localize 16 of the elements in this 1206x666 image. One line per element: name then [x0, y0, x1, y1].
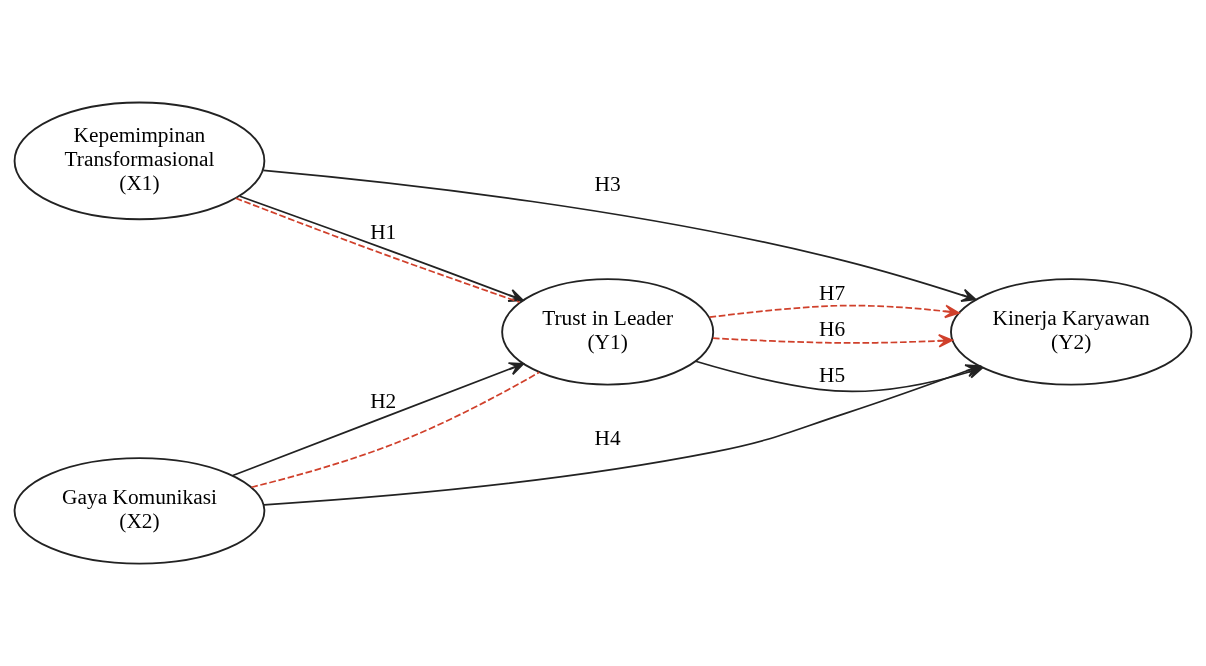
node-ellipse: Trust in Leader (Y1): [501, 278, 715, 386]
node-ellipse: Gaya Komunikasi (X2): [13, 457, 266, 565]
arrow: [712, 333, 954, 348]
node-ellipse: Kepemimpinan Transformasional (X1): [13, 101, 266, 221]
edge-label: H4: [594, 426, 621, 451]
arrow: [708, 304, 960, 319]
arrow: [263, 364, 981, 506]
edge-label: H1: [370, 220, 397, 245]
arrow: [231, 362, 524, 477]
edge-label: H2: [370, 388, 397, 413]
node-ellipse: Kinerja Karyawan (Y2): [950, 278, 1193, 386]
connector: [250, 371, 541, 489]
edge-label: H7: [819, 280, 846, 305]
edge-label: H3: [594, 172, 621, 197]
edge-label: H5: [819, 363, 846, 388]
edge-label: H6: [819, 316, 846, 341]
